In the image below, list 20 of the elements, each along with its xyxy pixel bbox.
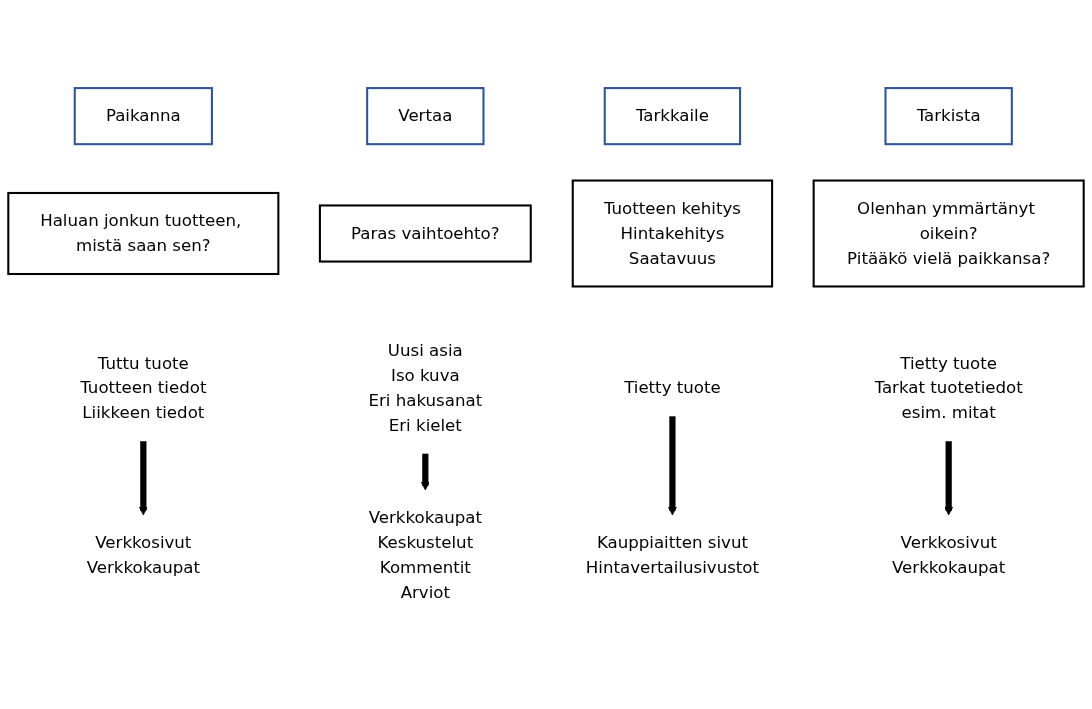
node-box: Tarkista — [884, 87, 1013, 146]
node-box: Paras vaihtoehto? — [318, 204, 532, 263]
arrow — [420, 453, 430, 491]
node-text: Tietty tuote Tarkat tuotetiedot esim. mitat — [874, 352, 1023, 423]
node-text: Kauppiaitten sivut Hintavertailusivustot — [585, 532, 760, 578]
node-box: Vertaa — [366, 87, 485, 146]
node-box: Paikanna — [73, 87, 213, 146]
node-text: Uusi asia Iso kuva Eri hakusanat Eri kielet — [368, 340, 483, 435]
node-text: Verkkokaupat Keskustelut Kommentit Arviot — [368, 507, 482, 603]
arrow — [667, 416, 677, 516]
node-text: Tietty tuote — [624, 377, 721, 398]
node-box: Tuotteen kehitys Hintakehitys Saatavuus — [571, 179, 774, 288]
node-text: Verkkosivut Verkkokaupat — [86, 532, 200, 578]
node-text: Tuttu tuote Tuotteen tiedot Liikkeen tiedot — [80, 352, 207, 423]
node-text: Verkkosivut Verkkokaupat — [892, 532, 1006, 578]
arrow — [944, 441, 954, 516]
node-box: Tarkkaile — [603, 87, 742, 146]
node-box: Olenhan ymmärtänyt oikein? Pitääkö vielä paikkansa? — [812, 179, 1085, 288]
node-box: Haluan jonkun tuotteen, mistä saan sen? — [7, 191, 280, 276]
arrow — [138, 441, 148, 516]
